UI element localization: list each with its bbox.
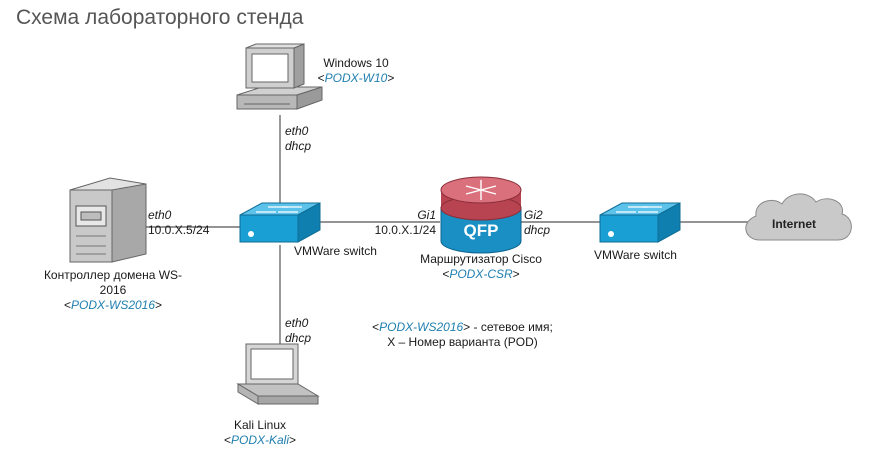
router-name: Маршрутизатор Cisco	[420, 252, 542, 266]
legend-line2: X – Номер варианта (POD)	[387, 335, 538, 349]
win10-host-name: PODX-W10	[324, 71, 388, 85]
win10-name: Windows 10	[323, 56, 389, 70]
laptop-icon	[236, 343, 320, 405]
kali-ip: dhcp	[285, 331, 312, 345]
router-gi2: Gi2 dhcp	[524, 208, 550, 238]
router-icon-text: QFP	[464, 221, 499, 240]
win10-port: eth0	[285, 124, 309, 138]
dc-label: Контроллер домена WS- 2016 <PODX-WS2016>	[18, 268, 208, 313]
router-gi2-port: Gi2	[524, 208, 543, 222]
dc-name-line2: 2016	[99, 283, 127, 297]
win10-interface: eth0 dhcp	[285, 124, 311, 154]
switch2-label: VMWare switch	[594, 248, 677, 262]
switch-icon	[239, 202, 321, 243]
router-gi1-port: Gi1	[417, 208, 436, 222]
kali-port: eth0	[285, 316, 309, 330]
switch1-label: VMWare switch	[294, 244, 377, 258]
router-gi2-ip: dhcp	[524, 223, 551, 237]
cloud-icon: Internet	[745, 193, 852, 241]
legend-host-desc: - сетевое имя;	[470, 320, 553, 334]
dc-name-line1: Контроллер домена WS-	[43, 268, 183, 282]
switch-icon	[599, 202, 681, 243]
router-gi1-ip: 10.0.X.1/24	[374, 223, 436, 237]
win10-host: <PODX-W10>	[317, 71, 395, 85]
router-host-name: PODX-CSR	[449, 267, 513, 281]
server-icon	[69, 177, 147, 263]
router-gi1: Gi1 10.0.X.1/24	[372, 208, 436, 238]
router-host: <PODX-CSR>	[442, 267, 520, 281]
dc-host: <PODX-WS2016>	[63, 298, 163, 312]
connection-lines	[145, 115, 748, 345]
legend: <PODX-WS2016> - сетевое имя; X – Номер в…	[355, 320, 570, 350]
legend-line1: <PODX-WS2016> - сетевое имя;	[372, 320, 553, 334]
legend-host: PODX-WS2016	[379, 320, 464, 334]
router-icon: QFP	[440, 176, 522, 254]
router-label: Маршрутизатор Cisco <PODX-CSR>	[406, 252, 556, 282]
kali-host-name: PODX-Kali	[230, 433, 289, 447]
desktop-computer-icon	[236, 43, 323, 110]
win10-ip: dhcp	[285, 139, 312, 153]
dc-interface: eth0 10.0.X.5/24	[148, 208, 209, 238]
dc-ip: 10.0.X.5/24	[148, 223, 210, 237]
kali-interface: eth0 dhcp	[285, 316, 311, 346]
kali-name: Kali Linux	[233, 418, 287, 432]
dc-port: eth0	[148, 208, 172, 222]
dc-host-name: PODX-WS2016	[70, 298, 156, 312]
kali-host: <PODX-Kali>	[223, 433, 297, 447]
internet-label: Internet	[772, 217, 816, 231]
kali-label: Kali Linux <PODX-Kali>	[210, 418, 310, 448]
win10-label: Windows 10 <PODX-W10>	[306, 56, 406, 86]
diagram-title: Схема лабораторного стенда	[16, 6, 304, 29]
